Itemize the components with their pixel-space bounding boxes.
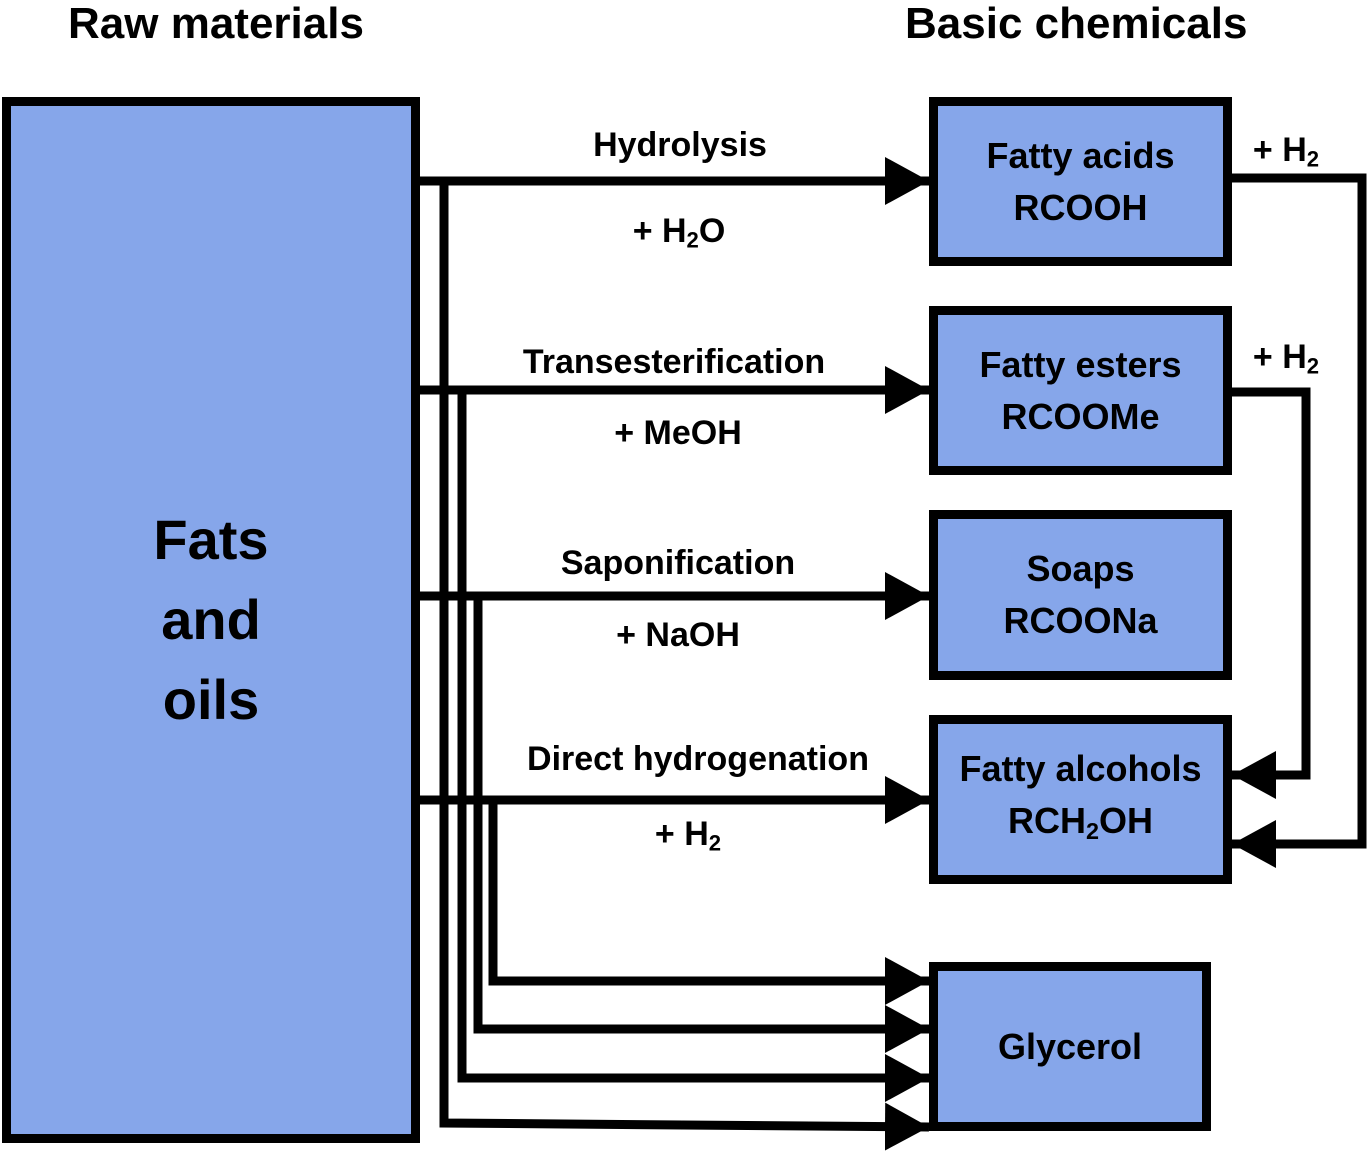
label-hydrolysis: Hydrolysis — [593, 126, 767, 164]
header-basic-chemicals: Basic chemicals — [905, 0, 1248, 48]
fatty-esters-name: Fatty esters — [979, 343, 1182, 385]
fatty-alcohols-formula: RCH2OH — [1008, 795, 1153, 857]
fatty-alcohols-formula-part1: RCH — [1007, 799, 1086, 841]
label-direct-hydrogenation-reagent: + H2 — [655, 814, 721, 864]
acids-reagent-part1: + H — [1252, 131, 1307, 169]
esters-reagent-part1: + H — [1252, 338, 1307, 376]
label-transesterification-reagent: + MeOH — [614, 414, 742, 452]
glycerol-name: Glycerol — [997, 1025, 1143, 1067]
glycerol-route-saponification — [473, 596, 929, 1053]
label-acids-to-alcohols-reagent: + H2 — [1253, 130, 1319, 180]
label-transesterification: Transesterification — [522, 343, 826, 381]
raw-line-3: oils — [162, 668, 260, 731]
glycerol-box: Glycerol — [929, 962, 1211, 1131]
raw-line-2: and — [161, 588, 261, 651]
fatty-alcohols-name: Fatty alcohols — [959, 747, 1202, 789]
fatty-alcohols-formula-subscript: 2 — [1085, 817, 1099, 844]
fatty-alcohols-formula-part2: OH — [1099, 799, 1153, 841]
esters-reagent-subscript: 2 — [1306, 353, 1320, 379]
hydrolysis-reagent-part1: + H — [632, 212, 687, 250]
soaps-formula: RCOONa — [1003, 600, 1158, 641]
fats-and-oils-box: Fats and oils — [2, 97, 420, 1143]
fatty-acids-box: Fatty acids RCOOH — [929, 97, 1232, 266]
route-esters-to-alcohols — [1228, 387, 1311, 799]
acids-reagent-subscript: 2 — [1306, 146, 1320, 172]
label-esters-to-alcohols-reagent: + H2 — [1253, 337, 1319, 387]
label-hydrolysis-reagent: + H2O — [633, 211, 726, 261]
soaps-name: Soaps — [1026, 548, 1135, 589]
direct-hydrogenation-reagent-subscript: 2 — [708, 830, 722, 856]
label-saponification: Saponification — [560, 544, 796, 582]
fatty-esters-box: Fatty esters RCOOMe — [929, 306, 1232, 475]
fatty-acids-name: Fatty acids — [986, 134, 1175, 176]
hydrolysis-reagent-subscript: 2 — [686, 227, 699, 253]
route-acids-to-alcohols — [1228, 173, 1367, 868]
fatty-esters-formula: RCOOMe — [1001, 395, 1160, 437]
raw-line-1: Fats — [153, 508, 269, 571]
fatty-alcohols-box: Fatty alcohols RCH2OH — [929, 715, 1232, 884]
glycerol-route-hydrolysis — [439, 181, 930, 1151]
glycerol-route-direct-hydrogenation — [488, 800, 929, 1005]
header-raw-materials: Raw materials — [68, 0, 364, 48]
label-saponification-reagent: + NaOH — [616, 616, 740, 654]
soaps-box: Soaps RCOONa — [929, 510, 1232, 680]
direct-hydrogenation-reagent-part1: + H — [654, 815, 709, 853]
glycerol-route-transesterification — [457, 390, 929, 1102]
hydrolysis-reagent-part2: O — [698, 212, 726, 250]
fatty-acids-formula: RCOOH — [1013, 186, 1148, 228]
label-direct-hydrogenation: Direct hydrogenation — [527, 740, 869, 778]
